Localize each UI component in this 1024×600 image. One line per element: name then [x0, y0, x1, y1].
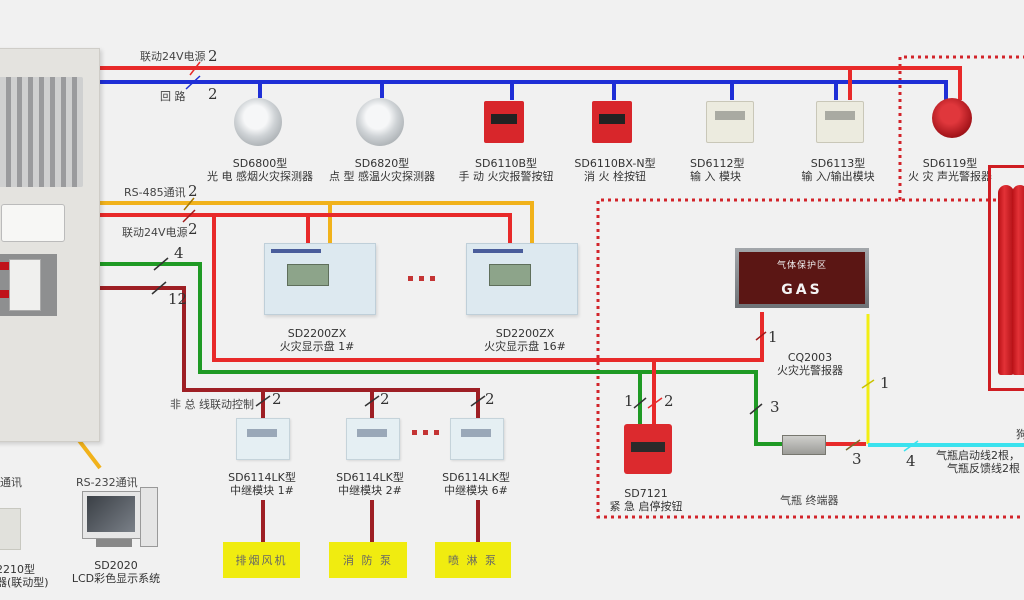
relay-count: 2 — [380, 390, 390, 408]
label-rs232: RS-232通讯 — [76, 476, 138, 489]
gas-alarm-sign-icon: 气体保护区 GAS — [735, 248, 869, 308]
gas-sign-top-text: 气体保护区 — [776, 261, 827, 271]
relay-model: SD6114LK型 — [442, 471, 510, 484]
ellipsis-relays — [412, 430, 439, 435]
count-terminal-red: 3 — [852, 450, 862, 468]
relay-model: SD6114LK型 — [228, 471, 296, 484]
detector-model: SD6110B型 — [475, 157, 537, 170]
count-rs485: 2 — [188, 182, 198, 200]
panel-printer — [1, 204, 65, 242]
detector-model: SD6820型 — [354, 157, 410, 170]
relay-desc: 中继模块 1# — [230, 484, 294, 497]
terminal-desc: 气瓶 终端器 — [780, 494, 839, 507]
estop-desc: 紧 急 启停按钮 — [609, 500, 683, 513]
gas-alarm-desc: 火灾光警报器 — [777, 364, 843, 377]
heat-detector-icon — [356, 98, 404, 146]
cyan-desc-1: 气瓶启动线2根， — [936, 449, 1020, 462]
count-control-bus: 12 — [168, 290, 188, 308]
label-non-bus-control: 非 总 线联动控制 — [170, 398, 254, 411]
detector-desc: 输 入 模块 — [690, 170, 741, 183]
display-desc: 火灾显示盘 16# — [484, 340, 566, 353]
label-top-loop: 回 路 — [160, 90, 186, 103]
load-smoke-exhaust-fan: 排烟风机 — [223, 542, 300, 578]
gas-sign-bottom-text: GAS — [781, 282, 823, 298]
detector-desc: 光 电 感烟火灾探测器 — [207, 170, 313, 183]
detector-desc: 输 入/输出模块 — [801, 170, 875, 183]
load-sprinkler-pump: 喷 淋 泵 — [435, 542, 511, 578]
wire-top-loop — [98, 80, 948, 100]
fire-display-panel-icon — [466, 243, 578, 315]
detector-desc: 点 型 感温火灾探测器 — [329, 170, 435, 183]
cylinder-terminal-icon — [782, 435, 826, 455]
relay-module-icon — [236, 418, 290, 460]
display-model: SD2200ZX — [495, 327, 555, 340]
relay-desc: 中继模块 2# — [338, 484, 402, 497]
fire-display-panel-icon — [264, 243, 376, 315]
pc-desc: LCD彩色显示系统 — [71, 572, 161, 585]
relay-module-icon — [450, 418, 504, 460]
display-model: SD2200ZX — [287, 327, 347, 340]
label-top-power: 联动24V电源 — [140, 50, 206, 63]
count-cyan: 4 — [906, 452, 916, 470]
detector-model: SD6119型 — [922, 157, 978, 170]
relay-module-icon — [346, 418, 400, 460]
count-mid-power: 2 — [188, 220, 198, 238]
gas-cylinder-rack-icon — [988, 165, 1024, 391]
count-estop-green: 1 — [624, 392, 634, 410]
manual-call-point-icon — [484, 101, 524, 143]
wire-top-power — [98, 66, 962, 100]
fire-alarm-control-panel — [0, 48, 100, 442]
gas-alarm-model: CQ2003 — [787, 351, 833, 364]
detector-model: SD6112型 — [690, 157, 745, 170]
wire-green-bus — [98, 262, 782, 446]
detector-model: SD6110BX-N型 — [574, 157, 656, 170]
gas-cylinder-icon — [1012, 185, 1024, 375]
hydrant-button-icon — [592, 101, 632, 143]
detector-desc: 消 火 栓按钮 — [584, 170, 646, 183]
repeater-panel-icon — [0, 508, 21, 550]
pc-model: SD2020 — [94, 559, 138, 572]
relay-count: 2 — [272, 390, 282, 408]
display-desc: 火灾显示盘 1# — [279, 340, 355, 353]
label-rs485: RS-485通讯 — [124, 186, 186, 199]
cut-label: 狗 — [1016, 428, 1024, 441]
smoke-detector-icon — [234, 98, 282, 146]
label-left-comm: 通讯 — [0, 476, 22, 489]
panel-keypad — [0, 77, 83, 187]
count-yellow: 1 — [880, 374, 890, 392]
io-module-icon — [816, 101, 864, 143]
relay-model: SD6114LK型 — [336, 471, 404, 484]
wire-control-bus — [98, 286, 480, 392]
ellipsis-displays — [408, 276, 435, 281]
detector-desc: 火 灾 声光警报器 — [908, 170, 992, 183]
gas-cylinder-icon — [998, 185, 1014, 375]
relay-count: 2 — [485, 390, 495, 408]
sounder-strobe-icon — [932, 98, 972, 138]
detector-model: SD6800型 — [232, 157, 288, 170]
detector-model: SD6113型 — [810, 157, 866, 170]
estop-model: SD7121 — [624, 487, 668, 500]
count-alarm: 1 — [768, 328, 778, 346]
left-panel-model: 2210型 — [0, 563, 35, 576]
load-fire-pump: 消 防 泵 — [329, 542, 407, 578]
detector-desc: 手 动 火灾报警按钮 — [458, 170, 554, 183]
count-top-loop: 2 — [208, 85, 218, 103]
label-mid-power: 联动24V电源 — [122, 226, 188, 239]
left-panel-desc: 器(联动型) — [0, 576, 49, 589]
count-estop-red: 2 — [664, 392, 674, 410]
computer-icon — [82, 487, 158, 555]
count-green-bus: 4 — [174, 244, 184, 262]
wire-rs485 — [98, 201, 534, 243]
gas-zone-border — [898, 55, 1024, 200]
count-top-power: 2 — [208, 47, 218, 65]
relay-desc: 中继模块 6# — [444, 484, 508, 497]
cyan-desc-2: 气瓶反馈线2根 — [947, 462, 1020, 475]
input-module-icon — [706, 101, 754, 143]
wire-mid-power — [98, 213, 512, 243]
emergency-stop-button-icon — [624, 424, 672, 474]
gas-zone-border-lower — [596, 198, 1024, 519]
count-terminal-green: 3 — [770, 398, 780, 416]
